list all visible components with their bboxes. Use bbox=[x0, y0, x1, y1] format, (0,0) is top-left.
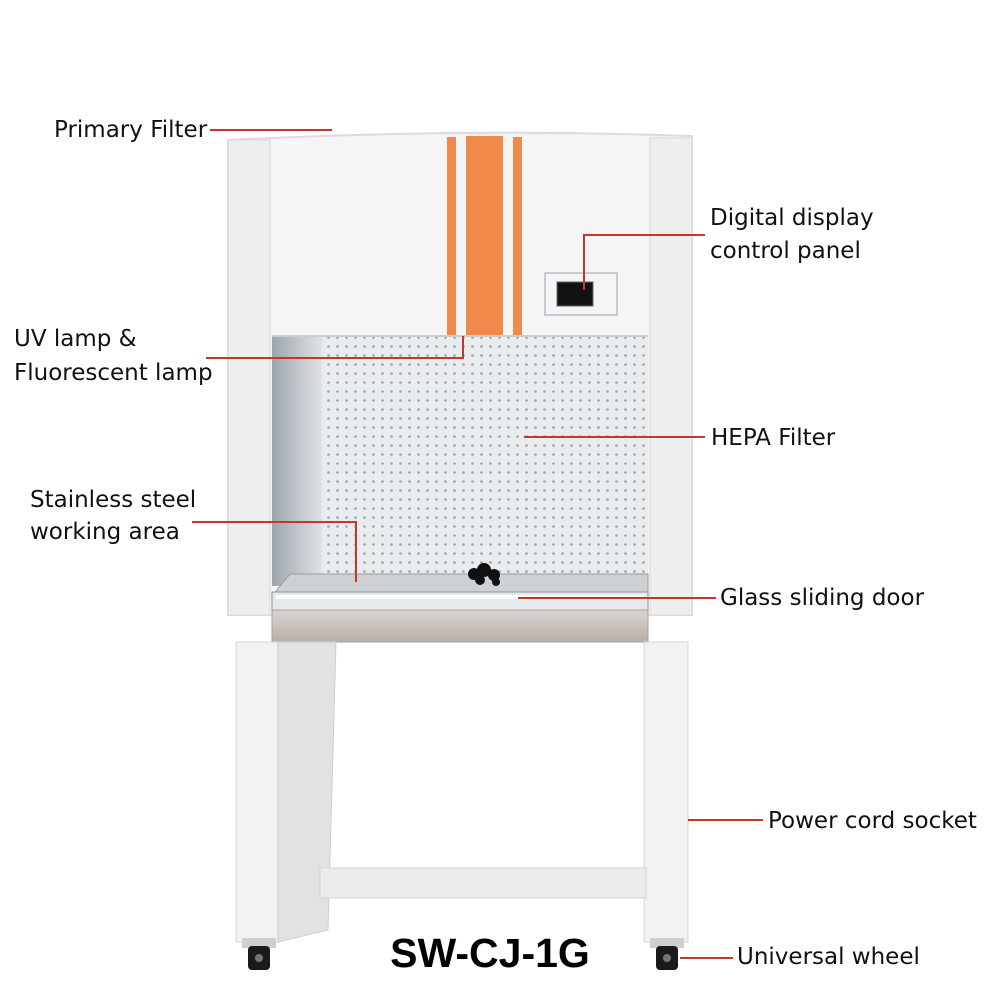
chamber-left-wall bbox=[272, 336, 322, 586]
right-wheel bbox=[650, 938, 684, 970]
label-power-cord-socket: Power cord socket bbox=[768, 808, 977, 834]
steel-shelf bbox=[271, 609, 649, 643]
label-digital-display-line1: Digital display bbox=[710, 205, 874, 231]
label-primary-filter: Primary Filter bbox=[54, 117, 208, 143]
leader-lines bbox=[192, 129, 763, 959]
left-side-panel bbox=[227, 139, 271, 616]
label-hepa-filter: HEPA Filter bbox=[711, 425, 836, 451]
orange-stripe-center bbox=[466, 136, 503, 337]
label-stainless-line1: Stainless steel bbox=[30, 487, 197, 513]
label-universal-wheel: Universal wheel bbox=[737, 944, 920, 970]
glass-door-frame bbox=[271, 591, 649, 611]
right-side-panel bbox=[649, 137, 693, 616]
label-stainless-line2: working area bbox=[30, 519, 180, 545]
label-uv-lamp-line1: UV lamp & bbox=[14, 326, 137, 352]
left-side-leg bbox=[277, 641, 337, 943]
left-wheel bbox=[242, 938, 276, 970]
control-panel-screen bbox=[556, 281, 594, 307]
sample-object bbox=[468, 563, 500, 586]
hepa-perforated-panel bbox=[322, 336, 648, 582]
bottom-crossbar bbox=[319, 867, 647, 899]
orange-stripe-left bbox=[447, 137, 456, 337]
label-glass-sliding-door: Glass sliding door bbox=[720, 585, 925, 611]
label-digital-display-line2: control panel bbox=[710, 238, 861, 264]
model-name: SW-CJ-1G bbox=[390, 930, 590, 976]
orange-stripe-right bbox=[513, 137, 522, 337]
right-front-leg bbox=[643, 641, 689, 943]
label-uv-lamp-line2: Fluorescent lamp bbox=[14, 360, 213, 386]
left-front-leg bbox=[235, 641, 279, 943]
